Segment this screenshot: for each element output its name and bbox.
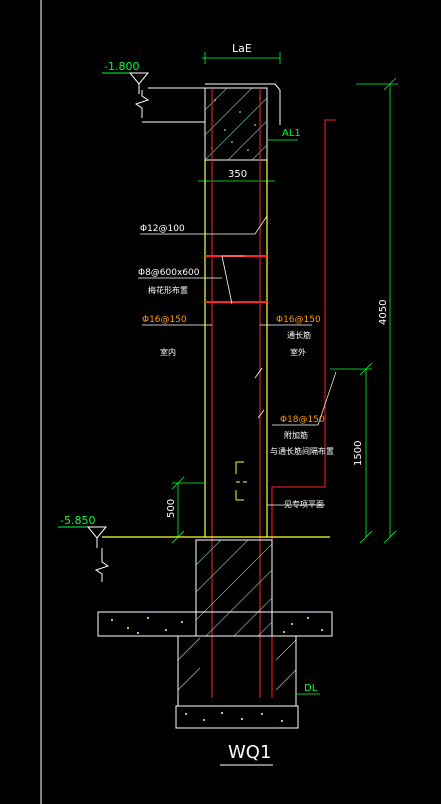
tie-spacing-leader (221, 255, 233, 305)
label-phi16-left: Φ16@150 (142, 315, 187, 325)
ground-beam-dl (177, 635, 297, 707)
al1-label: AL1 (282, 128, 301, 139)
label-tie-note: 梅花形布置 (148, 285, 188, 295)
foundation-wall-hatch (195, 539, 273, 637)
rebar-additional (271, 119, 336, 698)
waterstop-symbol (235, 461, 250, 501)
bottom-slab-speckles (111, 617, 323, 634)
label-waterstop: 见专项平面 (284, 499, 324, 509)
top-beam-speckles (211, 97, 261, 151)
label-through-bar: 通长筋 (287, 330, 311, 340)
break-line-top (134, 90, 150, 118)
dimension-1500 (330, 362, 373, 544)
label-additional-bar: 附加筋 (284, 430, 308, 440)
lae-anchor-bar (205, 83, 281, 125)
label-dl: DL (304, 683, 318, 694)
dim-4050-label: 4050 (378, 300, 389, 325)
level-label-top: -1.800 (104, 60, 139, 73)
drawing-title: WQ1 (228, 742, 271, 763)
label-phi16-right: Φ16@150 (276, 315, 321, 325)
bottom-slab (97, 611, 333, 637)
level-mark-top: -1.800 (102, 60, 150, 94)
label-inside: 室内 (160, 347, 176, 357)
ground-beam-hatch (177, 637, 297, 691)
level-mark-bottom: -5.850 (58, 514, 108, 548)
label-additional-note: 与通长筋间隔布置 (270, 446, 334, 456)
label-outside: 室外 (290, 347, 306, 357)
foundation-pad-speckles (185, 712, 283, 722)
dimension-4050 (356, 77, 398, 544)
width-dim-label: 350 (228, 169, 247, 180)
label-phi18: Φ18@150 (280, 415, 325, 425)
dim-500-label: 500 (166, 499, 177, 518)
top-beam-al1 (204, 87, 268, 161)
foundation-pad (175, 705, 299, 729)
dim-1500-label: 1500 (353, 441, 364, 466)
label-phi8: Φ8@600x600 (138, 268, 200, 278)
lae-label: LaE (232, 42, 252, 55)
tie-bars (205, 255, 267, 303)
top-beam-hatch (204, 87, 268, 161)
level-label-bottom: -5.850 (60, 514, 95, 527)
break-line-bottom (94, 548, 110, 582)
label-phi12: Φ12@100 (140, 224, 185, 234)
